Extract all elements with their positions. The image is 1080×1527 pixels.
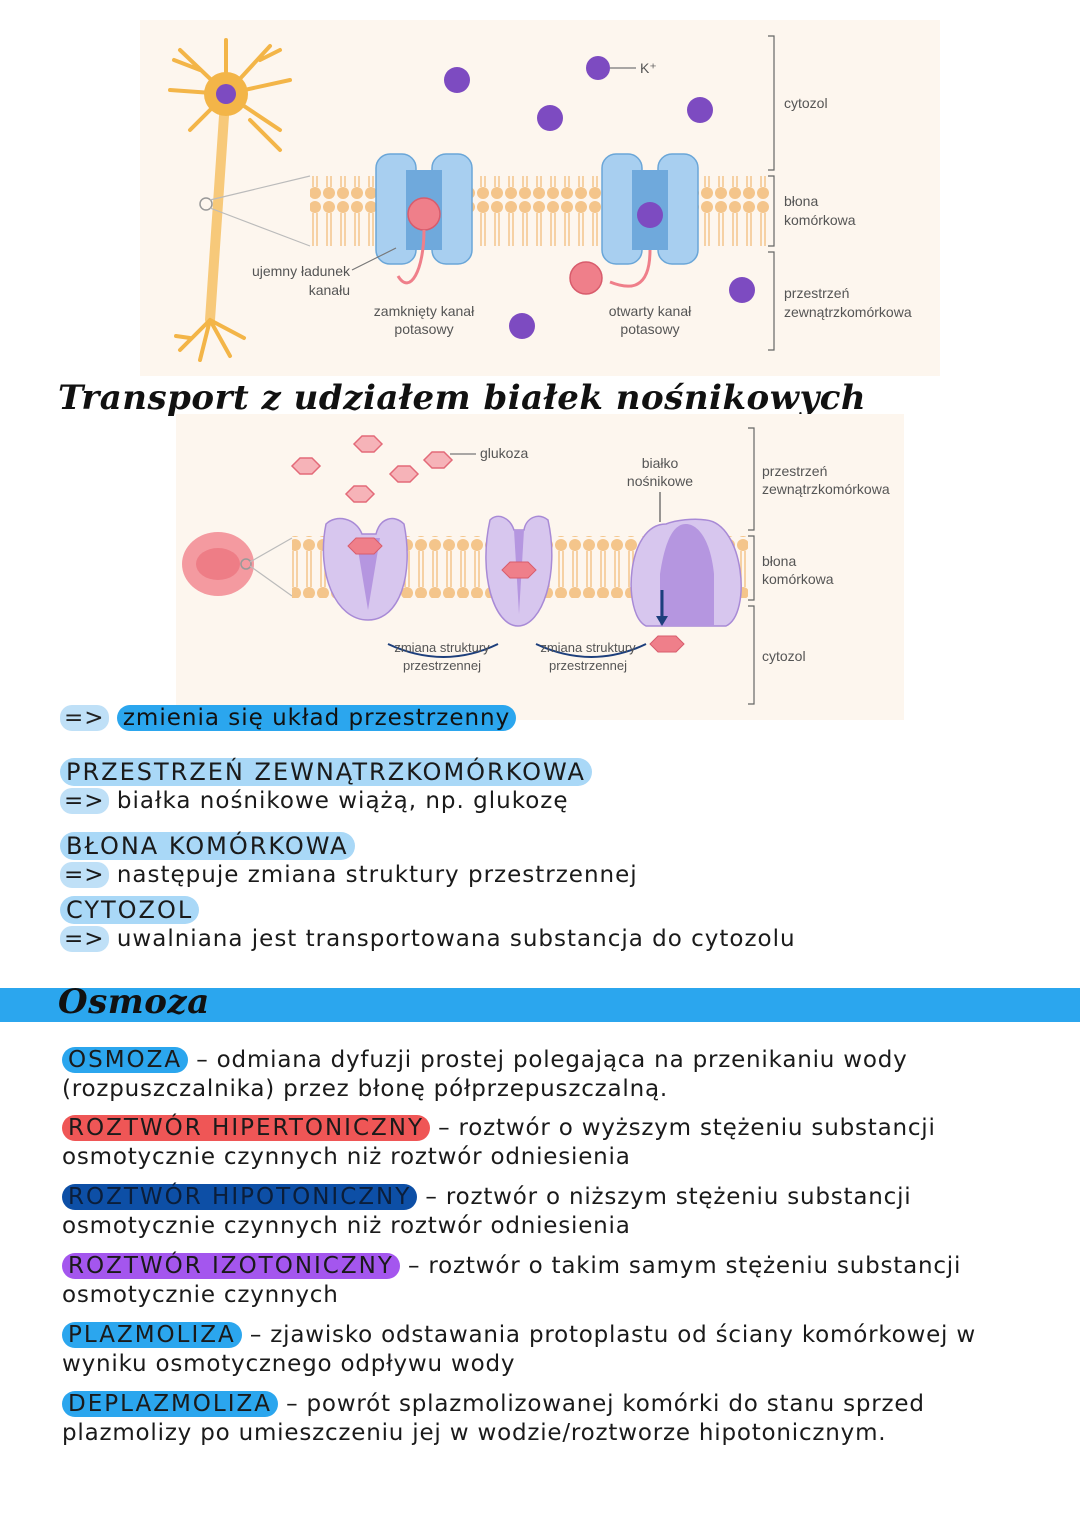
closed-channel — [375, 153, 473, 285]
term-hipertoniczny: ROZTWÓR HIPERTONICZNY — [62, 1115, 431, 1141]
potassium-channel-figure: K⁺ cytozol błona komórkowa przestrzeń ze… — [140, 20, 940, 376]
note-highlight-1: zmienia się układ przestrzenny — [116, 705, 517, 731]
note-arrow: => — [60, 862, 109, 888]
definition-text-hipotoniczny: – roztwór o niższym stężeniu substancji … — [62, 1184, 912, 1239]
region-brackets — [768, 35, 775, 351]
term-osmoza: OSMOZA — [62, 1047, 189, 1073]
term-deplazmoliza: DEPLAZMOLIZA — [62, 1391, 278, 1417]
label-przestrzen-2: zewnątrzkomórkowa — [784, 304, 912, 320]
label-przestrzen-2: zewnątrzkomórkowa — [762, 481, 890, 497]
label-bialko-1: białko — [642, 455, 679, 471]
label-blona-2: komórkowa — [762, 571, 834, 587]
carrier-protein-3 — [630, 518, 742, 653]
caption-3-text: CYTOZOL — [60, 896, 200, 924]
note-line-1: => zmienia się układ przestrzenny — [60, 705, 517, 731]
term-hipotoniczny: ROZTWÓR HIPOTONICZNY — [62, 1184, 418, 1210]
note-line-4: => uwalniana jest transportowana substan… — [60, 926, 796, 952]
definition-izotoniczny: ROZTWÓR IZOTONICZNY – roztwór o takim sa… — [62, 1252, 1022, 1310]
note-arrow: => — [60, 705, 109, 731]
label-cytozol: cytozol — [762, 648, 806, 664]
region-brackets — [748, 427, 755, 705]
label-zamkniety-1: zamknięty kanał — [374, 303, 475, 319]
definition-text-hipertoniczny: – roztwór o wyższym stężeniu substancji … — [62, 1115, 936, 1170]
caption-1: PRZESTRZEŃ ZEWNĄTRZKOMÓRKOWA — [60, 758, 592, 786]
label-blona-1: błona — [762, 553, 796, 569]
carrier-protein-1 — [322, 517, 408, 621]
glucose-molecules — [290, 435, 454, 503]
label-przestrzen-1: przestrzeń — [762, 463, 827, 479]
label-ladunek-1: ujemny ładunek — [252, 263, 351, 279]
label-zmiana-a-1: zmiana struktury — [394, 640, 490, 655]
carrier-protein-figure: glukoza białko nośnikowe zmiana struktur… — [176, 414, 904, 720]
carrier-protein-diagram: glukoza białko nośnikowe zmiana struktur… — [176, 414, 904, 720]
label-otwarty-2: potasowy — [620, 321, 679, 337]
section-band — [0, 988, 1080, 1022]
caption-2-text: BŁONA KOMÓRKOWA — [60, 832, 355, 860]
note-arrow: => — [60, 926, 109, 952]
definition-text-deplazmoliza: – powrót splazmolizowanej komórki do sta… — [62, 1391, 925, 1446]
definition-text-osmoza: – odmiana dyfuzji prostej polegająca na … — [62, 1047, 908, 1102]
note-text-2: białka nośnikowe wiążą, np. glukozę — [116, 788, 569, 814]
label-otwarty-1: otwarty kanał — [609, 303, 692, 319]
carrier-protein-2 — [485, 515, 553, 627]
neuron-nucleus — [216, 84, 236, 104]
note-line-3: => następuje zmiana struktury przestrzen… — [60, 862, 638, 888]
term-izotoniczny: ROZTWÓR IZOTONICZNY — [62, 1253, 400, 1279]
definition-deplazmoliza: DEPLAZMOLIZA – powrót splazmolizowanej k… — [62, 1390, 1022, 1448]
definition-text-plazmoliza: – zjawisko odstawania protoplastu od ści… — [62, 1322, 976, 1377]
note-text-3: następuje zmiana struktury przestrzennej — [116, 862, 638, 888]
open-channel — [569, 153, 699, 295]
note-line-2: => białka nośnikowe wiążą, np. glukozę — [60, 788, 569, 814]
definition-hipotoniczny: ROZTWÓR HIPOTONICZNY – roztwór o niższym… — [62, 1183, 1022, 1241]
red-blood-cell — [182, 532, 254, 596]
note-arrow: => — [60, 788, 109, 814]
label-zmiana-a-2: przestrzennej — [403, 658, 481, 673]
caption-1-text: PRZESTRZEŃ ZEWNĄTRZKOMÓRKOWA — [60, 758, 592, 786]
label-zamkniety-2: potasowy — [394, 321, 453, 337]
caption-3: CYTOZOL — [60, 896, 200, 924]
definition-hipertoniczny: ROZTWÓR HIPERTONICZNY – roztwór o wyższy… — [62, 1114, 1022, 1172]
definition-osmoza: OSMOZA – odmiana dyfuzji prostej polegaj… — [62, 1046, 1022, 1104]
label-bialko-2: nośnikowe — [627, 473, 693, 489]
label-zmiana-b-1: zmiana struktury — [540, 640, 636, 655]
term-plazmoliza: PLAZMOLIZA — [62, 1322, 242, 1348]
label-blona-2: komórkowa — [784, 212, 856, 228]
label-blona-1: błona — [784, 193, 818, 209]
heading-transport: Transport z udziałem białek nośnikowych — [58, 378, 867, 418]
ion-label: K⁺ — [640, 60, 657, 76]
label-ladunek-2: kanału — [309, 282, 350, 298]
heading-osmoza: Osmoza — [58, 982, 210, 1022]
zoom-marker — [199, 197, 213, 211]
definition-text-izotoniczny: – roztwór o takim samym stężeniu substan… — [62, 1253, 962, 1308]
potassium-channel-diagram: K⁺ cytozol błona komórkowa przestrzeń ze… — [140, 20, 940, 376]
caption-2: BŁONA KOMÓRKOWA — [60, 832, 355, 860]
potassium-ions — [444, 56, 755, 339]
label-glukoza: glukoza — [480, 445, 528, 461]
label-cytozol: cytozol — [784, 95, 828, 111]
label-zmiana-b-2: przestrzennej — [549, 658, 627, 673]
note-text-4: uwalniana jest transportowana substancja… — [116, 926, 796, 952]
definition-plazmoliza: PLAZMOLIZA – zjawisko odstawania protopl… — [62, 1321, 1022, 1379]
neuron-illustration — [168, 38, 292, 362]
label-przestrzen-1: przestrzeń — [784, 285, 849, 301]
